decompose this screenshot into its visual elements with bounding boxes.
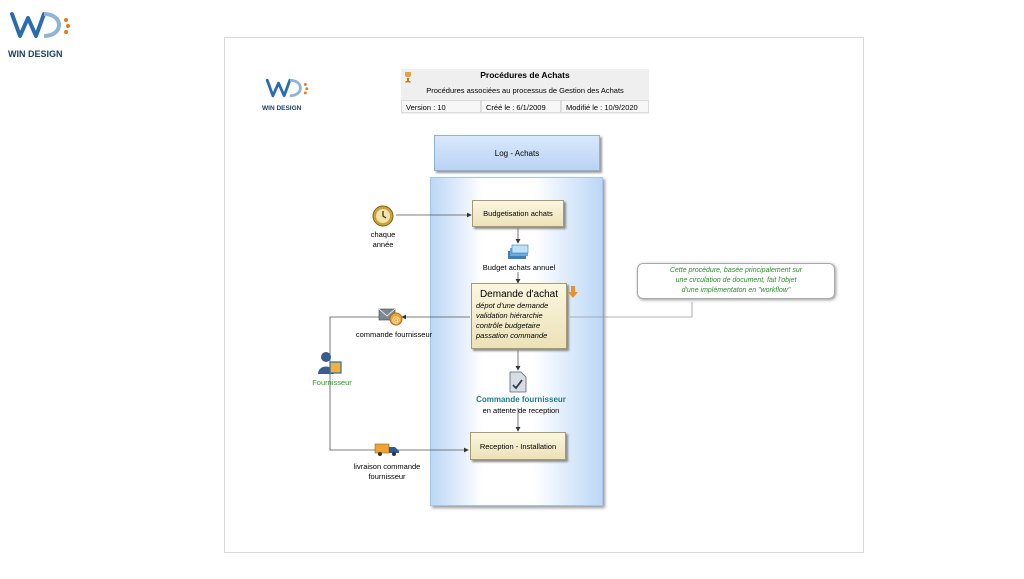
activity-demande-achat[interactable]: Demande d'achat dépot d'une demande vali…	[471, 283, 567, 349]
trophy-icon	[403, 70, 413, 83]
modified-label: Modifié le : 10/9/2020	[561, 100, 649, 113]
clock-icon	[372, 205, 394, 227]
version-label: Version : 10	[401, 100, 481, 113]
demande-line: contrôle budgetaire	[476, 321, 541, 330]
document-stack-icon	[506, 243, 530, 261]
activity-budgetisation[interactable]: Budgetisation achats	[472, 200, 564, 227]
commande-message-label: commande fournisseur	[355, 330, 433, 339]
mail-send-icon: @	[378, 306, 404, 326]
edge-note-link	[570, 302, 693, 318]
demande-line: validation hiérarchie	[476, 311, 543, 320]
demande-title: Demande d'achat	[479, 289, 559, 300]
procedure-title: Procédures de Achats	[480, 70, 570, 80]
supplier-label: Fournisseur	[312, 378, 352, 387]
supplier-actor-icon	[317, 350, 343, 376]
svg-text:@: @	[392, 315, 400, 324]
activity-reception[interactable]: Reception - Installation	[470, 432, 566, 460]
brand-name: WIN DESIGN	[8, 49, 63, 59]
demande-line: dépot d'une demande	[476, 301, 549, 310]
down-arrow-icon	[568, 285, 578, 298]
inner-logo: WIN DESIGN	[262, 76, 314, 112]
commande-doc-subtitle: en attente de reception	[482, 406, 560, 415]
annotation-note: Cette procédure, basée principalement su…	[637, 263, 835, 299]
inner-brand-name: WIN DESIGN	[262, 105, 302, 112]
commande-doc-title: Commande fournisseur	[476, 395, 566, 404]
wd-logo-icon	[265, 78, 309, 98]
delivery-truck-icon	[374, 441, 400, 457]
procedure-subtitle: Procédures associées au processus de Ges…	[426, 86, 624, 95]
brand-logo: WIN DESIGN	[8, 8, 72, 60]
lane-title: Log - Achats	[434, 135, 600, 171]
budget-doc-label: Budget achats annuel	[482, 263, 556, 272]
created-label: Créé le : 6/1/2009	[481, 100, 561, 113]
wd-logo-icon	[10, 12, 70, 38]
edge-fournisseur-reception	[329, 316, 469, 453]
demande-line: passation commande	[476, 331, 548, 340]
document-check-icon	[508, 371, 528, 393]
